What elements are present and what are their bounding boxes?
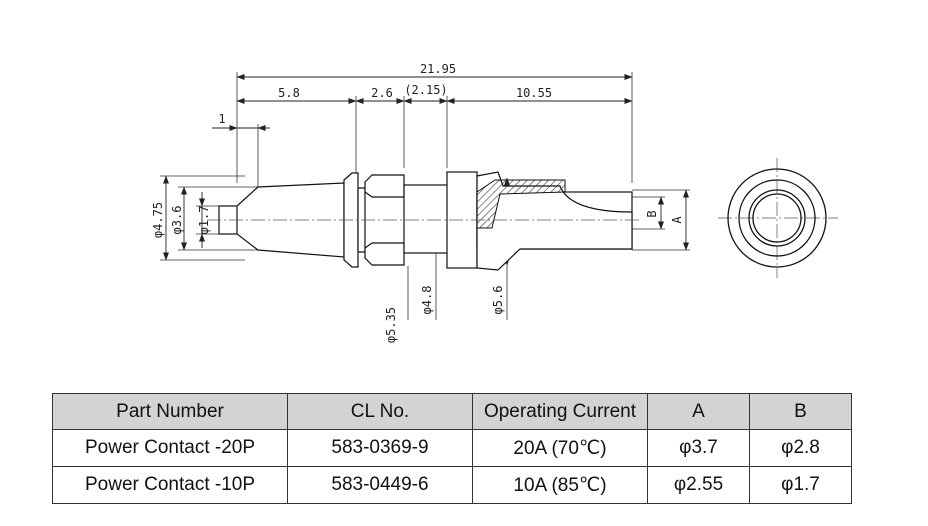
dim-5-8: 5.8 bbox=[278, 86, 300, 100]
center-lines bbox=[207, 158, 838, 278]
dim-phi-4-8: φ4.8 bbox=[420, 286, 434, 315]
spec-table: Part Number CL No. Operating Current A B… bbox=[52, 393, 852, 504]
header-b: B bbox=[749, 393, 852, 430]
dim-2-15: (2.15) bbox=[404, 83, 447, 97]
dim-total: 21.95 bbox=[420, 62, 456, 76]
cell-cl-no: 583-0369-9 bbox=[287, 429, 473, 467]
dim-1: 1 bbox=[218, 112, 225, 126]
cell-a: φ3.7 bbox=[647, 429, 750, 467]
cell-b: φ1.7 bbox=[749, 466, 852, 504]
dim-phi-4-75: φ4.75 bbox=[151, 202, 165, 238]
contact-side-view bbox=[218, 171, 633, 271]
dim-label-b: B bbox=[645, 210, 659, 217]
dimension-labels: 21.95 5.8 2.6 (2.15) 10.55 1 φ4.75 φ3.6 … bbox=[151, 62, 684, 343]
dim-phi-5-35: φ5.35 bbox=[384, 307, 398, 343]
cell-cl-no: 583-0449-6 bbox=[287, 466, 473, 504]
dim-10-55: 10.55 bbox=[516, 86, 552, 100]
header-cl-no: CL No. bbox=[287, 393, 473, 430]
dim-phi-1-7: φ1.7 bbox=[197, 206, 211, 235]
header-part-number: Part Number bbox=[52, 393, 288, 430]
end-view bbox=[727, 168, 827, 268]
header-a: A bbox=[647, 393, 750, 430]
cell-operating-current: 10A (85℃) bbox=[472, 466, 648, 504]
cell-b: φ2.8 bbox=[749, 429, 852, 467]
header-operating-current: Operating Current bbox=[472, 393, 648, 430]
table-row: Power Contact -10P 583-0449-6 10A (85℃) … bbox=[52, 466, 852, 504]
technical-drawing: 21.95 5.8 2.6 (2.15) 10.55 1 φ4.75 φ3.6 … bbox=[151, 62, 838, 343]
cell-operating-current: 20A (70℃) bbox=[472, 429, 648, 467]
cell-part-number: Power Contact -10P bbox=[52, 466, 288, 504]
cell-a: φ2.55 bbox=[647, 466, 750, 504]
table-row: Power Contact -20P 583-0369-9 20A (70℃) … bbox=[52, 429, 852, 467]
dim-phi-5-6: φ5.6 bbox=[491, 286, 505, 315]
cell-part-number: Power Contact -20P bbox=[52, 429, 288, 467]
section-hatch bbox=[476, 179, 566, 229]
dim-phi-3-6: φ3.6 bbox=[170, 206, 184, 235]
dim-label-a: A bbox=[670, 216, 684, 224]
dim-2-6: 2.6 bbox=[371, 86, 393, 100]
table-header-row: Part Number CL No. Operating Current A B bbox=[52, 393, 852, 430]
